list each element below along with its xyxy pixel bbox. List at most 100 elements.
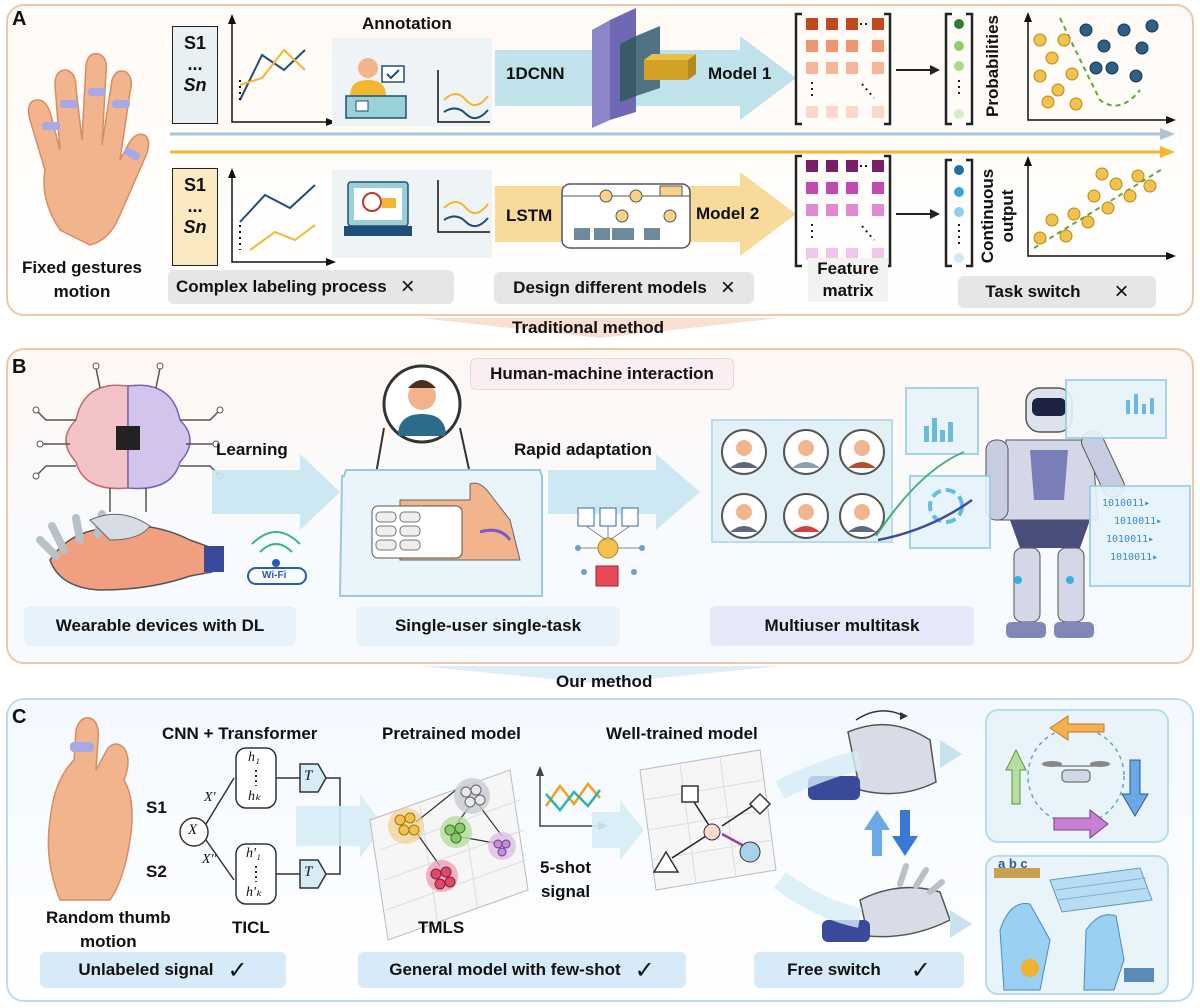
complex-labeling-pill: Complex labeling process × <box>168 270 454 304</box>
binary-line-3: 1010011▸ <box>1106 534 1155 545</box>
drone-control-panel <box>985 709 1169 843</box>
binary-line-1: 1010011▸ <box>1102 498 1151 509</box>
free-switch-text: Free switch <box>787 960 881 979</box>
sensor-sn-label-2: Sn <box>183 217 207 237</box>
multiuser-frame <box>711 419 893 543</box>
model2-label: Model 2 <box>696 204 760 223</box>
robotic-glove-icon <box>36 510 224 591</box>
ticl-network-diagram <box>179 747 341 905</box>
task-switch-pill: Task switch × <box>958 276 1156 308</box>
regression-scatter-plot <box>1024 156 1176 260</box>
signal-chart-bottom <box>228 168 336 266</box>
var-h1-prime: h'₁ <box>246 846 261 861</box>
ticl-arrow <box>296 794 384 858</box>
model1-label: Model 1 <box>708 64 772 83</box>
sensor-box-top: S1 ... Sn <box>172 26 218 124</box>
robotic-fist-icon <box>808 710 937 800</box>
task-switch-text: Task switch <box>985 282 1081 301</box>
wifi-icon <box>247 531 307 585</box>
design-models-text: Design different models <box>513 278 707 297</box>
check-icon-2: ✓ <box>634 956 655 984</box>
var-hk: hₖ <box>248 789 261 804</box>
timeline-arrows <box>170 128 1175 158</box>
keyboard-arrow <box>950 910 972 938</box>
abc-letters: a b c <box>998 856 1028 871</box>
transformer-t-bottom: T <box>304 864 313 880</box>
multiuser-pill: Multiuser multitask <box>710 606 974 646</box>
mini-chart-top <box>437 70 490 123</box>
check-icon: ✓ <box>227 956 248 984</box>
traditional-method-title: Traditional method <box>512 318 665 337</box>
check-icon-3: ✓ <box>910 956 931 984</box>
cnn-transformer-label: CNN + Transformer <box>162 724 318 743</box>
sensor-dots-label-2: ... <box>187 196 203 216</box>
wearable-devices-pill: Wearable devices with DL <box>24 606 296 646</box>
lstm-label: LSTM <box>506 206 553 225</box>
var-hk-prime: h'ₖ <box>246 885 262 900</box>
cnn-label: 1DCNN <box>506 64 565 83</box>
transformer-t-top: T <box>304 768 313 784</box>
tmls-label: TMLS <box>418 918 465 937</box>
design-models-pill: Design different models × <box>494 272 754 304</box>
unlabeled-signal-text: Unlabeled signal <box>78 960 214 979</box>
fewshot-arrow <box>592 800 644 860</box>
general-model-text: General model with few-shot <box>389 960 621 979</box>
signal-s2-label: S2 <box>146 862 167 881</box>
continuous-vector <box>944 158 974 268</box>
var-x-prime: X' <box>204 790 216 805</box>
ticl-label: TICL <box>232 918 270 937</box>
our-method-title: Our method <box>556 672 653 691</box>
brain-chip-icon <box>32 362 224 512</box>
annotator-icon <box>345 58 407 119</box>
well-trained-plot <box>639 749 777 891</box>
panel-a-letter: A <box>12 8 27 30</box>
well-trained-model-label: Well-trained model <box>606 724 758 743</box>
single-user-avatar <box>375 364 471 475</box>
complex-labeling-text: Complex labeling process <box>176 277 387 296</box>
cross-icon: × <box>400 273 415 300</box>
var-h1: h₁ <box>248 750 260 765</box>
single-user-pill: Single-user single-task <box>356 606 620 646</box>
hand-with-rings-icon <box>27 52 150 246</box>
humanoid-robot-icon <box>985 387 1125 638</box>
classification-scatter-plot <box>1024 12 1176 124</box>
general-model-pill: General model with few-shot ✓ <box>358 952 686 988</box>
rapid-adaptation-label: Rapid adaptation <box>514 440 652 459</box>
five-shot-label: 5-shot signal <box>540 858 591 901</box>
holographic-panels <box>875 379 1191 587</box>
thumb-hand-icon <box>47 717 133 901</box>
signal-s1-label: S1 <box>146 798 167 817</box>
switch-arrows-icon <box>864 810 918 856</box>
signal-chart-top <box>228 14 336 126</box>
panel-b-letter: B <box>12 356 27 378</box>
cross-icon-2: × <box>720 274 735 301</box>
unlabeled-signal-pill: Unlabeled signal ✓ <box>40 952 286 988</box>
feature-matrix-top <box>794 12 892 126</box>
cnn-layers-icon <box>592 8 696 128</box>
pretrained-model-label: Pretrained model <box>382 724 521 743</box>
mini-chart-bottom <box>437 180 490 233</box>
sensor-box-bottom: S1 ... Sn <box>172 168 218 266</box>
binary-line-2: 1010011▸ <box>1114 516 1163 527</box>
free-switch-pill: Free switch ✓ <box>754 952 964 988</box>
probability-vector <box>944 12 974 126</box>
lstm-cell-diagram <box>561 183 691 249</box>
fixed-gestures-label: Fixed gestures motion <box>22 258 142 301</box>
feature-matrix-label: Feature matrix <box>808 258 888 302</box>
drone-arrow <box>940 740 962 768</box>
sensor-s1-label: S1 <box>183 33 207 53</box>
cross-icon-3: × <box>1114 278 1129 305</box>
panel-c-letter: C <box>12 706 27 728</box>
sensor-s1-label-2: S1 <box>183 175 207 195</box>
computer-fingerprint-icon <box>344 181 412 236</box>
feature-matrix-bottom <box>794 154 892 268</box>
learning-arrow <box>212 454 340 530</box>
var-x: X <box>188 822 198 838</box>
wifi-label: Wi-Fi <box>262 570 287 581</box>
random-thumb-label: Random thumb motion <box>46 908 171 951</box>
robotic-open-hand-icon <box>822 863 951 942</box>
sensor-dots-label: ... <box>187 54 203 74</box>
traditional-method-pointer <box>420 318 780 338</box>
